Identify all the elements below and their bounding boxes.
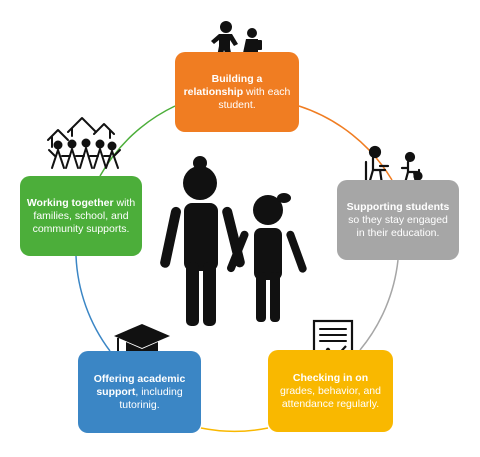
arc-academic-to-working xyxy=(75,255,111,352)
step-bold-academic: Offering academic support xyxy=(93,372,186,398)
arc-working-to-relationship xyxy=(99,105,176,177)
arc-supporting-to-checking xyxy=(359,259,399,351)
step-bold-checking: Checking in on xyxy=(292,371,369,384)
step-rest-checking: grades, behavior, and attendance regular… xyxy=(280,384,381,410)
step-rest-working: with families, school, and community sup… xyxy=(32,196,136,235)
step-bold-working: Working together xyxy=(26,196,114,209)
step-rest-supporting: so they stay engaged in their education. xyxy=(348,213,448,239)
adult-and-child-figures-icon xyxy=(160,156,307,326)
step-rest-relationship: with each student. xyxy=(218,85,291,111)
step-text-academic: Offering academic support, including tut… xyxy=(84,373,195,412)
step-box-working: Working together with families, school, … xyxy=(20,176,142,256)
step-box-checking: Checking in on grades, behavior, and att… xyxy=(268,350,393,432)
arc-relationship-to-supporting xyxy=(298,105,393,181)
arc-checking-to-academic xyxy=(200,427,269,433)
step-text-checking: Checking in on grades, behavior, and att… xyxy=(274,372,387,411)
step-box-relationship: Building a relationship with each studen… xyxy=(175,52,299,132)
step-bold-relationship: Building a relationship xyxy=(183,72,263,98)
step-text-supporting: Supporting students so they stay engaged… xyxy=(343,201,453,240)
step-box-academic: Offering academic support, including tut… xyxy=(78,351,201,433)
step-box-supporting: Supporting students so they stay engaged… xyxy=(337,180,459,260)
step-text-working: Working together with families, school, … xyxy=(26,197,136,236)
step-rest-academic: , including tutorinig. xyxy=(119,385,183,411)
step-text-relationship: Building a relationship with each studen… xyxy=(181,73,293,112)
step-bold-supporting: Supporting students xyxy=(346,200,450,213)
community-group-icon xyxy=(47,117,121,169)
